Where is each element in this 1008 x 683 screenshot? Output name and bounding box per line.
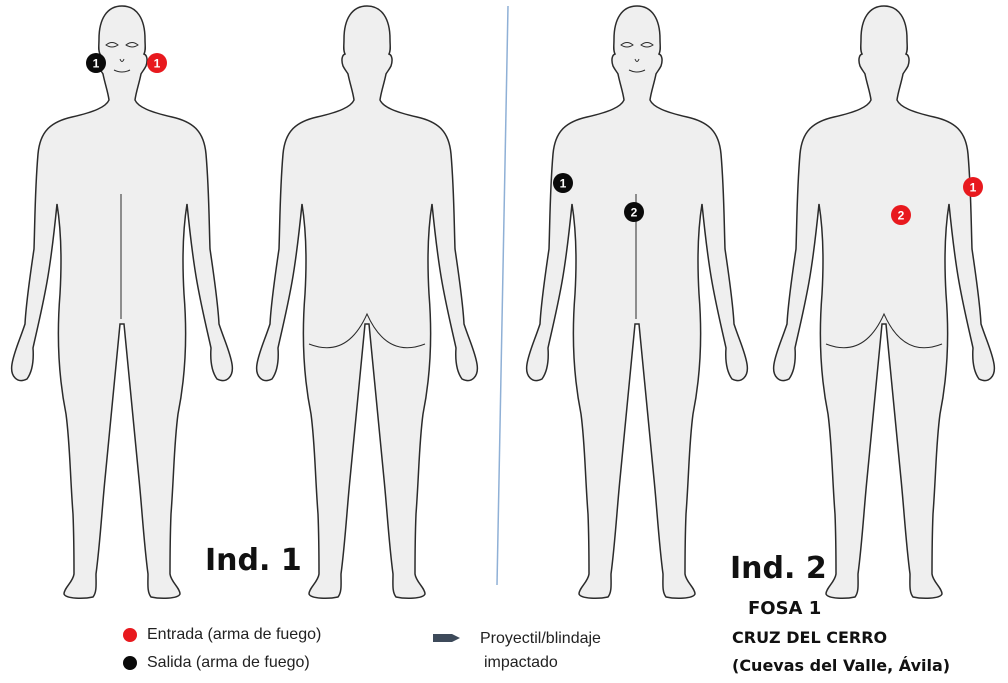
- marker-ind2-entrada-1: 1: [963, 177, 983, 197]
- figure-ind2-front: [527, 6, 748, 598]
- marker-ind2-entrada-2: 2: [891, 205, 911, 225]
- marker-ind2-salida-2: 2: [624, 202, 644, 222]
- legend-salida-label: Salida (arma de fuego): [147, 654, 310, 672]
- label-ind-1: Ind. 1: [205, 546, 302, 576]
- site-location: (Cuevas del Valle, Ávila): [732, 658, 950, 674]
- legend-salida: Salida (arma de fuego): [123, 654, 310, 672]
- legend-entrada-label: Entrada (arma de fuego): [147, 626, 321, 644]
- figure-ind1-front: [12, 6, 233, 598]
- svg-text:1: 1: [154, 57, 161, 71]
- figure-ind2-back: [774, 6, 995, 598]
- label-ind-2: Ind. 2: [730, 554, 827, 584]
- legend-proyectil-line1: Proyectil/blindaje: [480, 630, 601, 648]
- red-dot-icon: [123, 628, 137, 642]
- divider-line: [497, 6, 508, 585]
- projectile-icon: [433, 634, 460, 642]
- site-fosa: FOSA 1: [748, 600, 821, 618]
- site-name: CRUZ DEL CERRO: [732, 630, 887, 646]
- figure-ind1-back: [257, 6, 478, 598]
- black-dot-icon: [123, 656, 137, 670]
- legend-entrada: Entrada (arma de fuego): [123, 626, 321, 644]
- svg-text:2: 2: [898, 209, 905, 223]
- marker-ind1-entrada-1: 1: [147, 53, 167, 73]
- marker-ind2-salida-1: 1: [553, 173, 573, 193]
- legend-proyectil-line2: impactado: [484, 654, 558, 672]
- marker-ind1-salida-1: 1: [86, 53, 106, 73]
- svg-text:1: 1: [560, 177, 567, 191]
- svg-text:1: 1: [970, 181, 977, 195]
- svg-text:2: 2: [631, 206, 638, 220]
- svg-text:1: 1: [93, 57, 100, 71]
